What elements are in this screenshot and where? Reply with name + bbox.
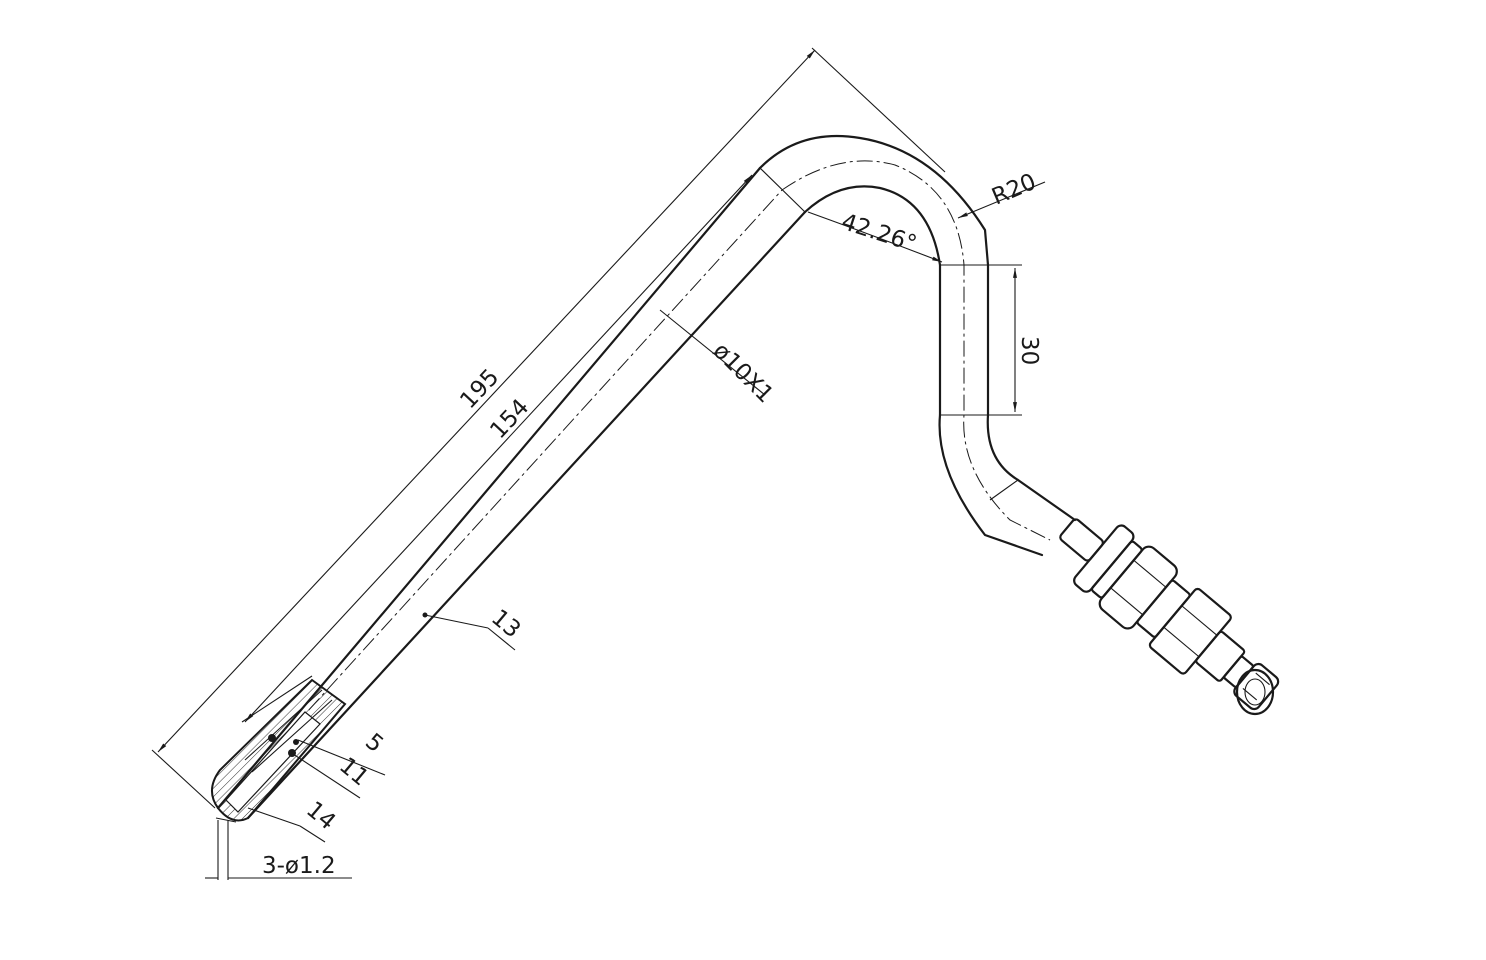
dim-tube-size: ø10X1: [708, 338, 779, 409]
dim-overall-length: 195: [455, 364, 504, 414]
connector-assembly: [1059, 518, 1280, 711]
dim-straight-length: 154: [485, 394, 534, 444]
centerlines: [235, 160, 1051, 791]
dim-bend-radius: R20: [988, 169, 1040, 211]
probe-tip-section: [211, 675, 347, 823]
connector-face-icon: [1235, 668, 1275, 716]
dim-offset: 30: [1016, 336, 1042, 365]
dimension-lines: [151, 47, 1046, 880]
connector-pin-icon: [1244, 678, 1266, 706]
dim-bend-angle: 42.26°: [838, 209, 920, 258]
balloon-sleeve: 11: [334, 753, 373, 792]
balloon-tube: 13: [486, 605, 525, 644]
tube-body: [216, 134, 1077, 820]
balloon-tip: 14: [301, 797, 340, 836]
balloon-insert: 5: [360, 729, 388, 758]
dim-holes: 3-ø1.2: [262, 853, 336, 879]
